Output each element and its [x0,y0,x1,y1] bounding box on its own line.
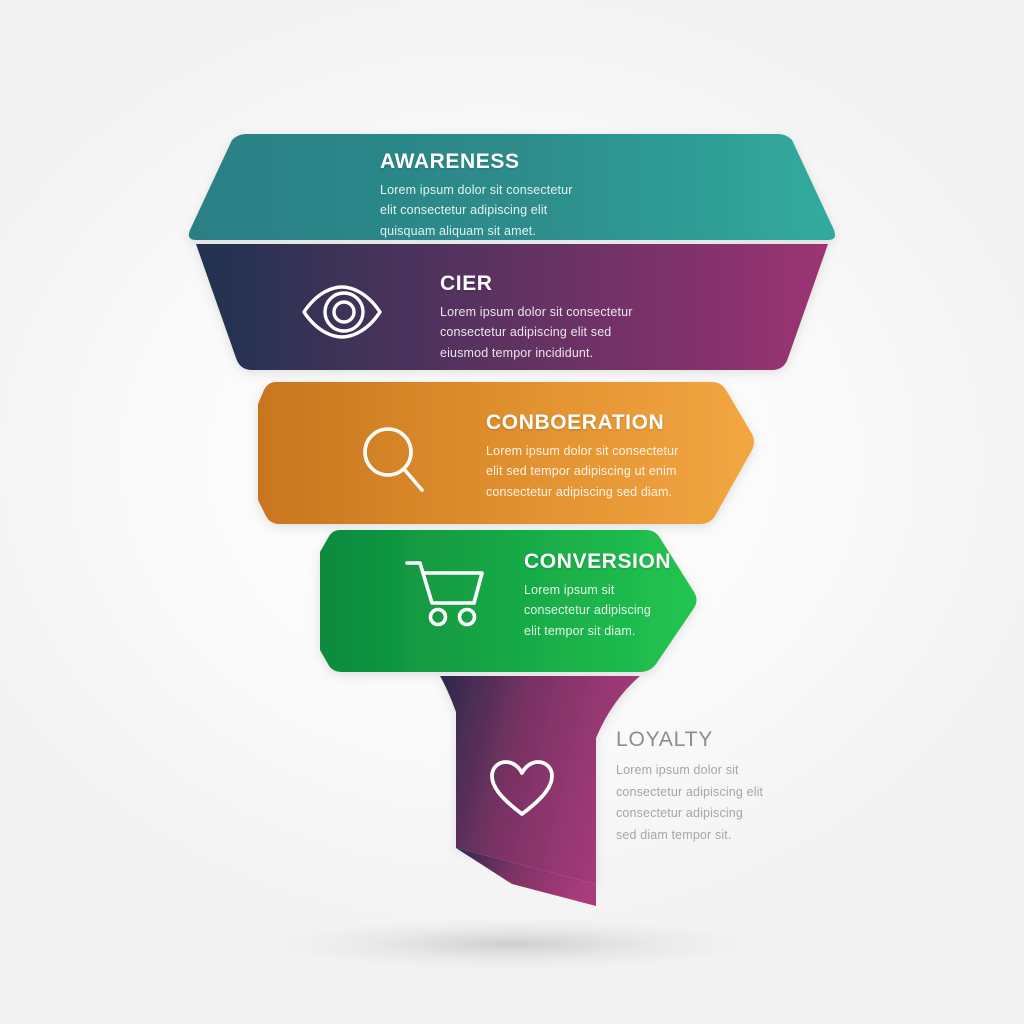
body-line: eiusmod tempor incididunt. [440,345,594,360]
body-line: elit tempor sit diam. [524,623,636,638]
stage-awareness-title: AWARENESS [380,150,520,173]
funnel-band-awareness[interactable] [188,134,836,240]
body-line: elit sed tempor adipiscing ut enim [486,464,677,479]
body-line: consectetur adipiscing elit [616,784,764,799]
body-line: consectetur adipiscing [616,806,743,820]
stage-interest-text: CIER Lorem ipsum dolor sit consectetur c… [440,272,740,363]
stage-interest-body: Lorem ipsum dolor sit consectetur consec… [440,302,740,363]
body-line: Lorem ipsum sit [524,583,615,597]
body-line: consectetur adipiscing sed diam. [486,484,673,499]
body-line: consectetur adipiscing [524,603,651,618]
body-line: consectetur adipiscing elit sed [440,325,612,340]
body-line: elit consectetur adipiscing elit [380,203,548,218]
stage-loyalty-text: LOYALTY Lorem ipsum dolor sit consectetu… [616,728,876,846]
body-line: Lorem ipsum dolor sit consectetur [380,183,573,197]
stage-consideration-title: CONBOERATION [486,411,665,434]
stage-awareness-body: Lorem ipsum dolor sit consectetur elit c… [380,180,680,241]
stage-awareness-text: AWARENESS Lorem ipsum dolor sit consecte… [380,150,680,241]
body-line: sed diam tempor sit. [616,827,732,842]
body-line: quisquam aliquam sit amet. [380,223,537,238]
ground-shadow [276,918,748,970]
funnel-band-consideration[interactable] [258,382,754,524]
body-line: Lorem ipsum dolor sit [616,763,739,777]
stage-conversion-body: Lorem ipsum sit consectetur adipiscing e… [524,580,784,641]
stage-loyalty-body: Lorem ipsum dolor sit consectetur adipis… [616,760,876,846]
funnel-tail-notch [456,848,596,906]
stage-consideration-text: CONBOERATION Lorem ipsum dolor sit conse… [486,411,786,502]
stage-consideration-body: Lorem ipsum dolor sit consectetur elit s… [486,441,786,502]
body-line: Lorem ipsum dolor sit consectetur [486,444,679,458]
stage-interest-title: CIER [440,272,493,295]
stage-conversion-text: CONVERSION Lorem ipsum sit consectetur a… [524,550,784,641]
stage-loyalty-title: LOYALTY [616,728,714,751]
body-line: Lorem ipsum dolor sit consectetur [440,305,633,319]
stage-conversion-title: CONVERSION [524,550,672,573]
